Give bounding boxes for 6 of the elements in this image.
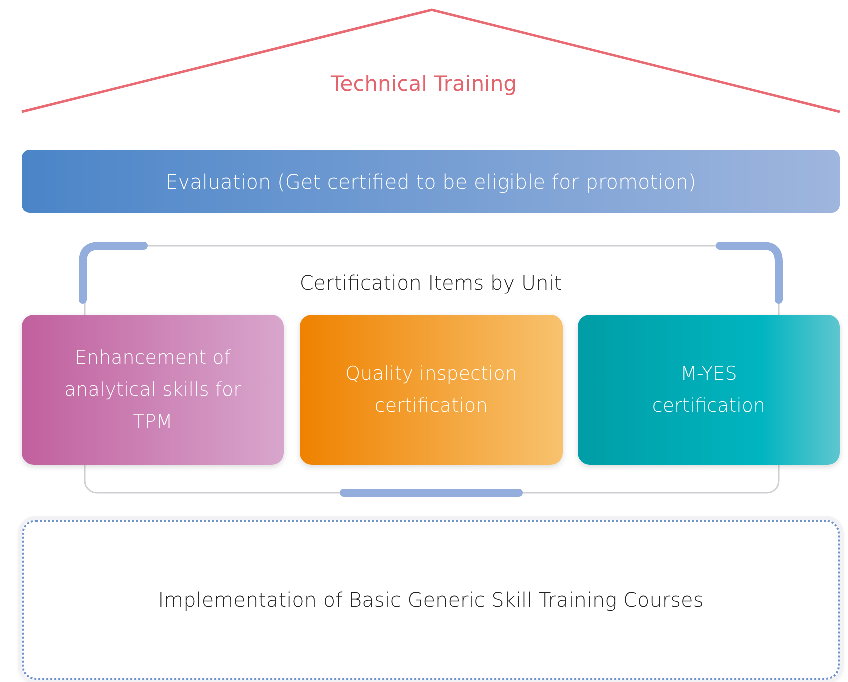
- section-heading: Technical Training: [331, 72, 517, 96]
- certification-card: Quality inspection certification: [300, 315, 563, 465]
- certification-card: M-YES certification: [578, 315, 840, 465]
- evaluation-banner: Evaluation (Get certified to be eligible for promotion): [22, 150, 840, 213]
- certification-card: Enhancement of analytical skills for TPM: [22, 315, 284, 465]
- group-heading: Certification Items by Unit: [300, 271, 562, 295]
